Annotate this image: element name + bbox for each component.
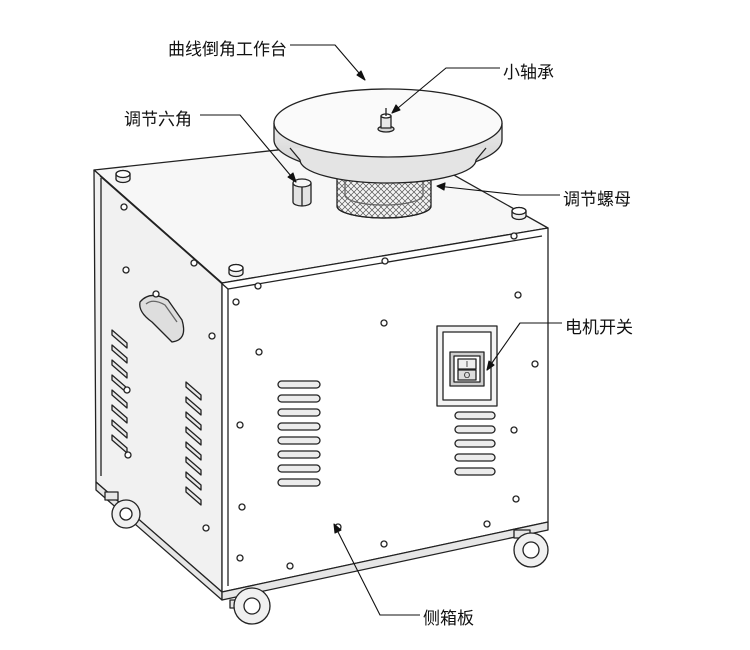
adjust-hex [292, 178, 312, 207]
label-motor-switch: 电机开关 [565, 318, 633, 338]
leader-lines [200, 44, 562, 616]
label-adjust-hex: 调节六角 [124, 110, 192, 130]
switch-off-symbol: O [464, 371, 470, 380]
caster-wheels [104, 491, 549, 625]
label-side-panel: 侧箱板 [423, 609, 474, 629]
motor-switch[interactable] [436, 325, 498, 407]
side-vents-right [185, 381, 202, 506]
panel-screws [120, 203, 539, 570]
label-adjust-nut: 调节螺母 [563, 190, 631, 210]
front-vents-right [454, 411, 496, 476]
corner-bolts [115, 169, 527, 278]
side-vents-left [111, 329, 128, 454]
front-vents-left [277, 380, 321, 487]
label-worktable: 曲线倒角工作台 [168, 40, 287, 60]
adjust-nut [336, 175, 432, 219]
label-small-bearing: 小轴承 [503, 63, 554, 83]
curved-chamfer-worktable [273, 88, 503, 184]
switch-on-symbol: I [466, 360, 468, 369]
small-bearing [377, 108, 395, 133]
